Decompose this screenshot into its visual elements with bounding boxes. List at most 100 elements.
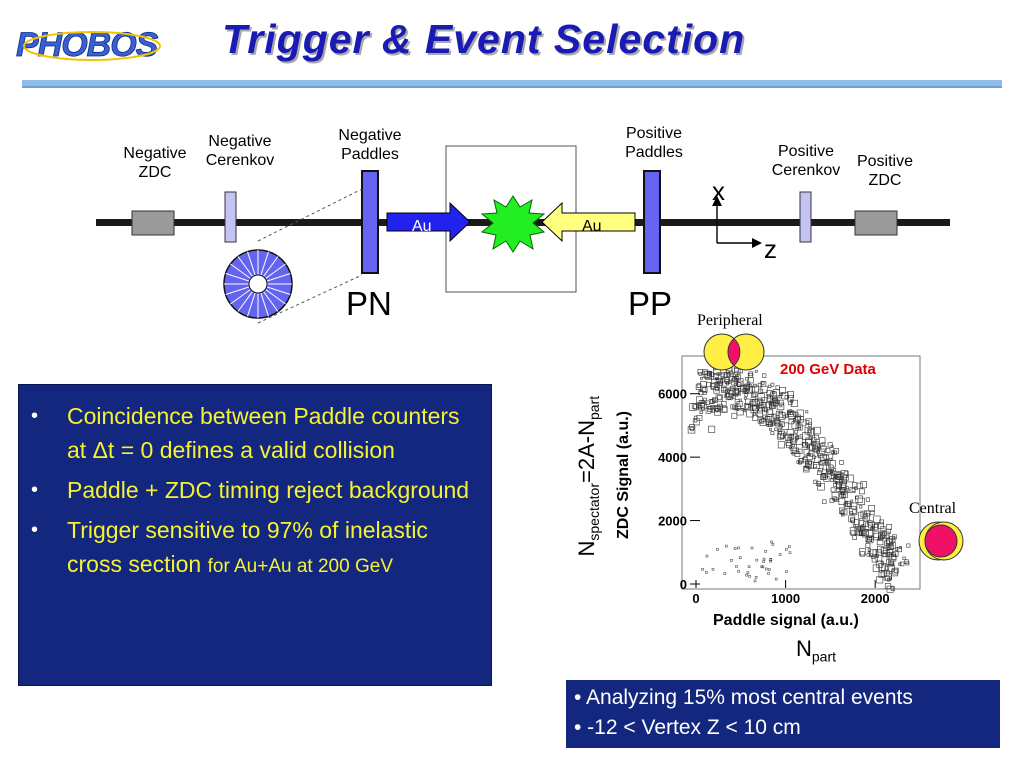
scatter-point [791, 421, 800, 429]
scatter-point [705, 554, 709, 558]
scatter-point [799, 434, 803, 438]
scatter-point [834, 476, 842, 484]
scatter-point [715, 378, 724, 386]
scatter-point [727, 396, 731, 400]
scatter-point [745, 573, 748, 577]
scatter-point [861, 524, 865, 528]
scatter-point [732, 377, 737, 382]
scatter-point [859, 551, 866, 557]
scatter-point [725, 393, 733, 401]
pos-cerenkov-block [799, 191, 812, 243]
scatter-point [772, 389, 780, 397]
scatter-point [748, 384, 752, 387]
scatter-point [870, 526, 875, 531]
axis-x-label: x [712, 176, 725, 206]
scatter-point [820, 474, 826, 480]
scatter-point [761, 404, 765, 408]
scatter-point [748, 574, 751, 578]
scatter-point [769, 559, 772, 563]
scatter-point [830, 472, 834, 476]
scatter-point [886, 552, 893, 559]
beam-arrow-left [386, 201, 471, 243]
scatter-point [867, 551, 871, 555]
scatter-point [734, 368, 741, 375]
scatter-point [824, 458, 829, 463]
scatter-point [698, 372, 702, 376]
beam-right-label: Au [582, 218, 602, 235]
scatter-point [880, 547, 888, 554]
scatter-point [725, 392, 730, 398]
scatter-point [720, 373, 725, 378]
scatter-point [795, 435, 800, 439]
scatter-point [733, 366, 739, 372]
scatter-point [715, 406, 722, 413]
scatter-point [887, 552, 892, 557]
scatter-point [867, 535, 873, 541]
x-tick-label: 2000 [861, 591, 890, 606]
scatter-point [766, 423, 770, 427]
scatter-point [752, 405, 757, 410]
scatter-point [740, 385, 747, 392]
scatter-point [770, 391, 777, 399]
scatter-point [860, 510, 868, 518]
scatter-point [733, 383, 737, 387]
scatter-point [899, 561, 905, 567]
scatter-point [854, 519, 860, 525]
scatter-point [775, 410, 783, 418]
scatter-point [715, 407, 719, 412]
scatter-point [890, 586, 895, 591]
scatter-point [802, 442, 807, 447]
scatter-point [883, 569, 890, 576]
scatter-point [695, 384, 702, 390]
scatter-point [793, 418, 796, 422]
scatter-point [736, 382, 742, 387]
scatter-point [833, 497, 839, 502]
scatter-point [819, 454, 827, 462]
scatter-point [693, 415, 698, 420]
scatter-point [724, 379, 730, 384]
scatter-point [841, 478, 847, 484]
scatter-point [768, 568, 771, 571]
scatter-point [839, 482, 847, 490]
scatter-point [888, 576, 892, 580]
scatter-point [759, 401, 766, 408]
scatter-point [734, 398, 740, 404]
scatter-point [905, 561, 910, 566]
scatter-point [737, 382, 742, 387]
scatter-point [838, 498, 846, 506]
scatter-point [844, 500, 848, 504]
scatter-point [790, 447, 797, 455]
scatter-point [725, 364, 733, 372]
scatter-point [875, 549, 882, 556]
scatter-point [844, 501, 852, 509]
scatter-point [731, 394, 736, 399]
scatter-point [752, 392, 758, 397]
scatter-point [710, 383, 716, 389]
scatter-point [725, 382, 729, 386]
scatter-point [706, 372, 712, 378]
scatter-point [865, 535, 872, 543]
scatter-point [761, 397, 768, 404]
scatter-point [733, 405, 739, 411]
scatter-point [799, 419, 807, 427]
scatter-point [792, 447, 799, 454]
scatter-point [761, 407, 765, 412]
scatter-point [865, 497, 870, 502]
scatter-point [812, 445, 819, 452]
scatter-point [813, 464, 818, 468]
scatter-point [757, 407, 763, 414]
scatter-point [713, 367, 717, 371]
neg-zdc-block [131, 210, 175, 236]
scatter-point [794, 435, 799, 440]
scatter-point [775, 385, 780, 390]
scatter-point [707, 405, 714, 412]
scatter-point [881, 564, 889, 572]
scatter-point [750, 405, 759, 414]
scatter-point [730, 559, 733, 562]
scatter-point [870, 527, 875, 531]
scatter-point [789, 411, 793, 415]
scatter-point [861, 529, 866, 534]
scatter-point [863, 513, 868, 519]
scatter-point [894, 547, 899, 551]
